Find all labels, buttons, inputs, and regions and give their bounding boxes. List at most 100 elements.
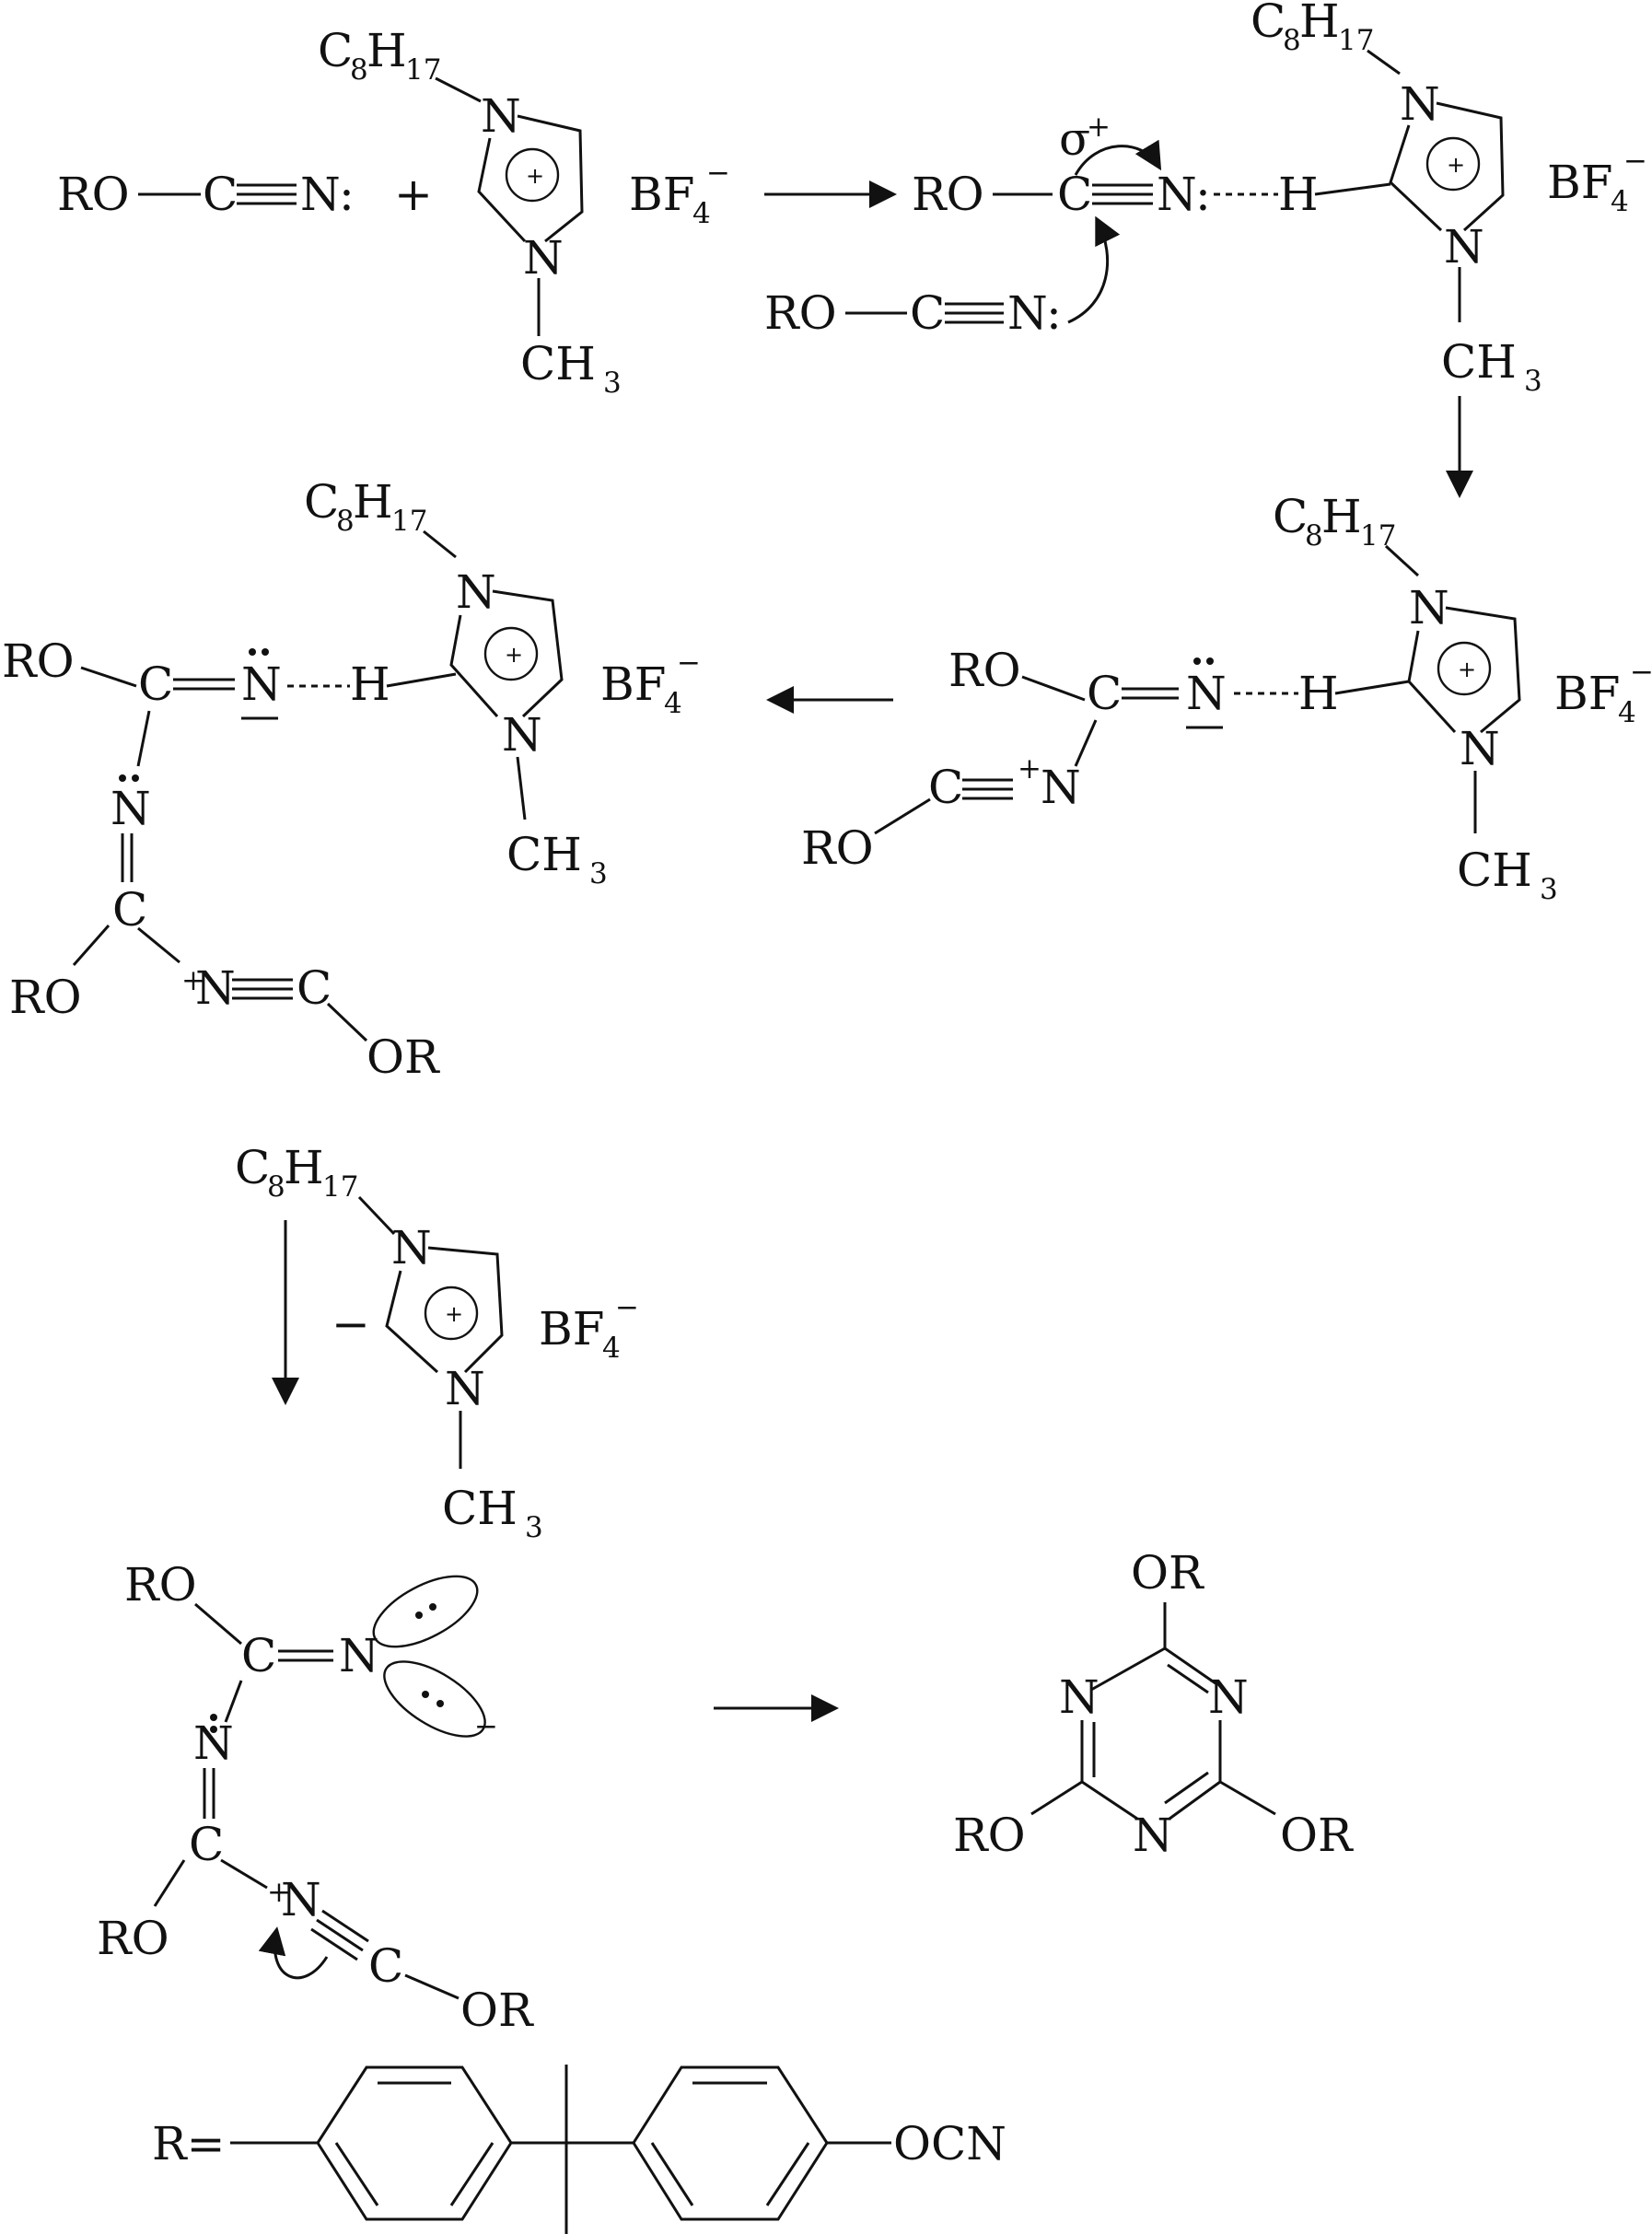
svg-text:−: −	[1630, 656, 1652, 689]
svg-text:H: H	[1278, 168, 1319, 221]
svg-text:4: 4	[1618, 696, 1636, 729]
svg-text:H: H	[1299, 0, 1340, 48]
svg-text:−: −	[474, 1710, 498, 1743]
svg-text:17: 17	[1360, 519, 1396, 553]
svg-text:CH: CH	[442, 1482, 518, 1535]
plus-sign: +	[394, 168, 433, 221]
svg-text:N: N	[193, 1716, 234, 1770]
svg-text:+: +	[181, 964, 205, 997]
svg-text:C: C	[138, 657, 173, 711]
svg-text:C: C	[368, 1939, 403, 1993]
svg-text:N:: N:	[1157, 168, 1211, 221]
svg-text:C: C	[203, 168, 238, 221]
svg-text:N: N	[481, 89, 521, 143]
svg-text:N: N	[502, 708, 542, 762]
svg-text:H: H	[350, 657, 390, 711]
svg-text:+: +	[445, 1301, 463, 1327]
svg-text:N: N	[241, 657, 282, 711]
svg-text:−: −	[332, 1297, 370, 1351]
svg-text:H: H	[284, 1141, 324, 1194]
svg-text:−: −	[615, 1291, 639, 1324]
svg-text:8: 8	[336, 505, 355, 538]
imidazolium-catalyst-2: C 8 H 17 N + N CH 3 BF 4 −	[1251, 0, 1647, 398]
svg-text:+: +	[505, 642, 523, 668]
svg-text:8: 8	[350, 53, 368, 87]
cyclization-intermediate: RO C N − N C RO + N C OR	[97, 1558, 534, 2037]
svg-text:3: 3	[589, 857, 608, 890]
svg-text:OR: OR	[1131, 1546, 1204, 1600]
svg-text:4: 4	[664, 687, 682, 720]
svg-text:CH: CH	[506, 828, 582, 881]
svg-text:H: H	[1321, 490, 1362, 543]
svg-text:4: 4	[692, 197, 711, 230]
svg-text:H: H	[1298, 667, 1339, 720]
svg-text:C: C	[1251, 0, 1286, 48]
svg-text:BF: BF	[629, 168, 694, 221]
svg-text:−: −	[706, 157, 730, 190]
svg-text:8: 8	[267, 1170, 285, 1204]
svg-text:C: C	[910, 286, 945, 340]
svg-text:N: N	[281, 1873, 321, 1926]
svg-text:H: H	[353, 475, 393, 529]
svg-text:OR: OR	[460, 1984, 534, 2037]
svg-text:N: N	[1059, 1670, 1099, 1724]
svg-text:C: C	[1087, 667, 1122, 720]
svg-text:N: N	[1409, 581, 1449, 634]
svg-text:17: 17	[391, 505, 427, 538]
svg-text:3: 3	[1540, 873, 1558, 906]
svg-text:C: C	[928, 761, 963, 814]
svg-text:RO: RO	[9, 971, 82, 1024]
svg-text:RO: RO	[801, 821, 874, 875]
svg-text:N: N	[339, 1629, 379, 1682]
svg-text:N: N	[111, 782, 151, 835]
svg-text:C: C	[1057, 168, 1092, 221]
svg-text:RO: RO	[57, 168, 130, 221]
svg-text:N: N	[523, 231, 564, 285]
svg-text:−: −	[1623, 145, 1647, 178]
svg-text:BF: BF	[1547, 156, 1612, 209]
svg-text:N:: N:	[1007, 286, 1062, 340]
released-catalyst: C 8 H 17 N + N CH 3 − BF 4 −	[235, 1141, 639, 1544]
svg-text:8: 8	[1305, 519, 1323, 553]
svg-text:RO: RO	[912, 168, 984, 221]
svg-text:3: 3	[603, 367, 622, 400]
svg-text:BF: BF	[600, 657, 666, 711]
svg-text:+: +	[267, 1876, 291, 1909]
svg-text:OCN: OCN	[893, 2117, 1006, 2170]
svg-text:N: N	[445, 1362, 485, 1415]
svg-text:+: +	[526, 163, 544, 189]
activated-cyanate-complex: RO C σ + N: H	[912, 111, 1391, 221]
svg-text:C: C	[318, 24, 353, 77]
svg-text:C: C	[297, 961, 332, 1015]
svg-text:N: N	[1041, 761, 1081, 814]
svg-text:N: N	[1400, 77, 1440, 131]
dimer-intermediate: RO C N H N + C RO	[801, 644, 1410, 875]
svg-text:σ: σ	[1059, 112, 1090, 166]
svg-text:4: 4	[602, 1332, 621, 1365]
imidazolium-catalyst-4: C 8 H 17 N + N CH 3 BF 4 −	[304, 475, 701, 890]
svg-text:N: N	[1186, 667, 1227, 720]
svg-text:+: +	[1087, 111, 1111, 144]
svg-text:CH: CH	[520, 337, 596, 390]
triazine-product: OR N N N RO OR	[953, 1546, 1354, 1862]
svg-text:CH: CH	[1441, 335, 1517, 389]
svg-text:BF: BF	[1554, 667, 1620, 720]
svg-text:RO: RO	[948, 644, 1021, 697]
svg-text:C: C	[189, 1818, 224, 1871]
trimer-intermediate: RO C N H N C RO + N C OR	[2, 634, 457, 1084]
svg-text:RO: RO	[953, 1809, 1026, 1862]
svg-text:H: H	[366, 24, 407, 77]
svg-text:4: 4	[1611, 185, 1629, 218]
svg-text:N: N	[1460, 722, 1500, 775]
svg-text:CH: CH	[1457, 844, 1532, 897]
attacking-cyanate-ester: RO C N:	[764, 215, 1121, 340]
svg-text:+: +	[1458, 657, 1476, 682]
svg-text:N:: N:	[300, 168, 355, 221]
svg-text:C: C	[235, 1141, 270, 1194]
svg-text:N: N	[391, 1221, 432, 1274]
svg-text:RO: RO	[97, 1912, 169, 1965]
imidazolium-catalyst-1: C 8 H 17 N + N CH 3 BF 4 −	[318, 24, 730, 400]
svg-text:17: 17	[322, 1170, 358, 1204]
svg-text:BF: BF	[539, 1302, 604, 1356]
